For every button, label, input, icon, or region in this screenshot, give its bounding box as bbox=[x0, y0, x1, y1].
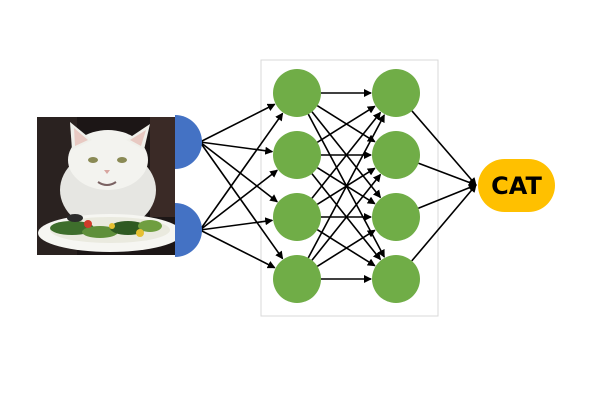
edge-h1-4-h2-3 bbox=[316, 229, 376, 267]
edge-h1-4-h2-2 bbox=[311, 173, 382, 261]
edge-h2-3-output bbox=[418, 183, 477, 210]
input-node-2 bbox=[175, 203, 202, 257]
edge-input2-h1-2 bbox=[199, 169, 279, 231]
edge-h1-3-h2-1 bbox=[311, 111, 382, 199]
edge-h1-4-h2-1 bbox=[307, 114, 385, 259]
connections bbox=[199, 89, 477, 283]
hidden-layer-2-node-4 bbox=[372, 255, 420, 303]
edge-h2-2-output bbox=[418, 162, 477, 187]
edge-input1-h1-4 bbox=[199, 141, 284, 260]
edge-input2-h1-1 bbox=[199, 112, 284, 231]
edge-input2-h1-4 bbox=[199, 229, 276, 269]
hidden-layer-1-node-1 bbox=[273, 69, 321, 117]
edge-input2-h1-3 bbox=[199, 217, 274, 231]
edge-h2-4-output bbox=[411, 184, 477, 262]
hidden-layer-1-node-2 bbox=[273, 131, 321, 179]
cat-photo-image bbox=[37, 117, 175, 255]
edge-input1-h1-1 bbox=[199, 103, 276, 143]
nodes bbox=[175, 69, 420, 303]
edge-input1-h1-3 bbox=[199, 141, 279, 203]
output-node bbox=[478, 159, 555, 212]
hidden-layer-1-node-3 bbox=[273, 193, 321, 241]
hidden-layer-1-node-4 bbox=[273, 255, 321, 303]
input-node-1 bbox=[175, 115, 202, 169]
edge-input1-h1-2 bbox=[199, 141, 274, 155]
hidden-layer-2-node-3 bbox=[372, 193, 420, 241]
edge-h2-1-output bbox=[411, 110, 477, 186]
hidden-layer-2-node-1 bbox=[372, 69, 420, 117]
output-label: CAT bbox=[491, 172, 542, 200]
hidden-layer-2-node-2 bbox=[372, 131, 420, 179]
edge-h1-2-h2-1 bbox=[316, 105, 376, 143]
